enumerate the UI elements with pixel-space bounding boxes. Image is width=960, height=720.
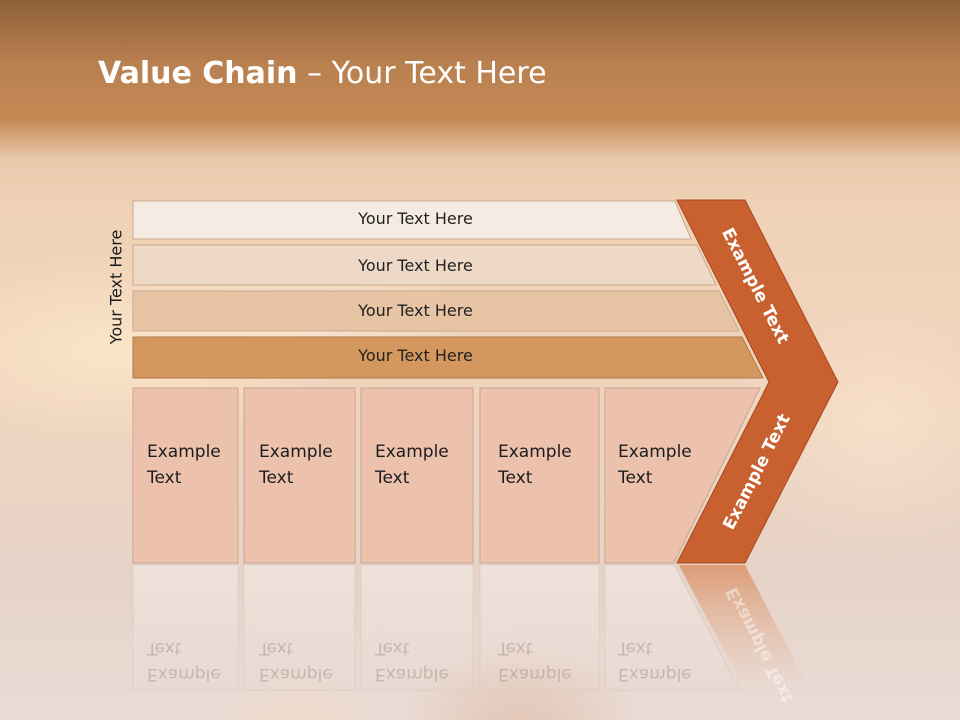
reflection-1-line-1: Example — [147, 664, 221, 684]
reflection-3-line-2: Text — [375, 638, 410, 658]
box-3-line-2: Text — [375, 468, 410, 488]
row-label-1: Your Text Here — [358, 209, 473, 228]
reflection-text-4: Example Text — [498, 635, 598, 687]
reflection-text-3: Example Text — [375, 635, 475, 687]
reflection-4-line-2: Text — [498, 638, 533, 658]
box-5-line-1: Example — [618, 442, 692, 462]
box-shape-1 — [132, 387, 239, 564]
reflection-box-4 — [479, 564, 600, 691]
chevron-shape — [676, 199, 839, 564]
box-3-line-1: Example — [375, 442, 449, 462]
slide-title: Value Chain – Your Text Here — [98, 56, 547, 92]
slide-title-rest: – Your Text Here — [297, 56, 547, 91]
reflection-box-5 — [604, 564, 741, 691]
reflection-box-2 — [243, 564, 356, 691]
row-label-2: Your Text Here — [358, 256, 473, 275]
row-shape-3 — [132, 290, 740, 332]
row-shape-1 — [132, 200, 692, 240]
box-1-line-2: Text — [147, 468, 182, 488]
row-label-3: Your Text Here — [358, 301, 473, 320]
reflection-5-line-1: Example — [618, 664, 692, 684]
reflection-text-5: Example Text — [618, 635, 718, 687]
box-shape-2 — [243, 387, 356, 564]
box-4-line-2: Text — [498, 468, 533, 488]
box-1-line-1: Example — [147, 442, 221, 462]
slide-title-bold: Value Chain — [98, 56, 298, 91]
title-bar — [0, 0, 960, 160]
box-5-line-2: Text — [618, 468, 653, 488]
row-shape-2 — [132, 244, 717, 286]
reflection-chevron — [679, 565, 810, 690]
reflection-4-line-1: Example — [498, 664, 572, 684]
reflection-3-line-1: Example — [375, 664, 449, 684]
box-4-line-1: Example — [498, 442, 572, 462]
reflection-2-line-2: Text — [259, 638, 294, 658]
reflection-5-line-2: Text — [618, 638, 653, 658]
reflection-1-line-2: Text — [147, 638, 182, 658]
reflection-box-3 — [360, 564, 474, 691]
reflection-2-line-1: Example — [259, 664, 333, 684]
row-label-4: Your Text Here — [358, 346, 473, 365]
box-2-line-2: Text — [259, 468, 294, 488]
diagram-reflection — [132, 564, 810, 691]
box-shape-3 — [360, 387, 474, 564]
box-shape-4 — [479, 387, 600, 564]
reflection-text-1: Example Text — [147, 635, 247, 687]
box-2-line-1: Example — [259, 442, 333, 462]
reflection-box-1 — [132, 564, 239, 691]
reflection-text-2: Example Text — [259, 635, 359, 687]
row-shape-4 — [132, 336, 764, 379]
box-shape-5 — [604, 387, 761, 564]
